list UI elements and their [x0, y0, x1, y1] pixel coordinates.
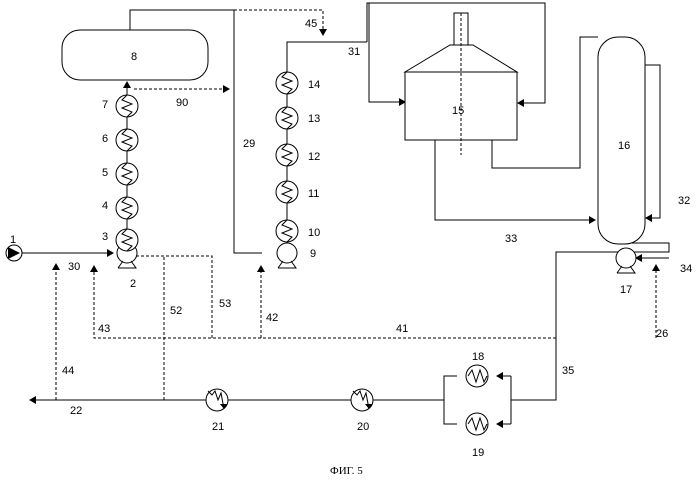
label-33: 33	[505, 233, 517, 245]
label-22: 22	[70, 405, 82, 417]
exchanger-20	[351, 389, 373, 411]
label-4: 4	[102, 200, 108, 212]
stream-53-line	[134, 256, 212, 338]
feed-1-symbol	[6, 245, 22, 261]
label-35: 35	[562, 365, 574, 377]
heater-5	[116, 163, 138, 185]
heater-11	[276, 181, 298, 203]
pump-17	[616, 248, 636, 273]
label-32: 32	[678, 195, 690, 207]
heater-12	[276, 144, 298, 166]
stream-31-line	[287, 42, 367, 243]
stream-33-line	[435, 140, 595, 220]
label-14: 14	[308, 79, 320, 91]
heater-6	[116, 129, 138, 151]
label-5: 5	[102, 167, 108, 179]
label-6: 6	[102, 133, 108, 145]
heater-4	[116, 197, 138, 219]
heater-14	[276, 72, 298, 94]
label-12: 12	[308, 151, 320, 163]
label-2: 2	[130, 278, 136, 290]
label-44: 44	[62, 365, 74, 377]
label-42: 42	[266, 312, 278, 324]
label-16: 16	[618, 140, 630, 152]
stream-32-line	[645, 65, 660, 218]
label-8: 8	[131, 51, 137, 63]
label-53: 53	[219, 298, 231, 310]
label-19: 19	[472, 447, 484, 459]
label-21: 21	[212, 421, 224, 433]
label-18: 18	[472, 351, 484, 363]
pump-9	[277, 243, 297, 268]
cooler-18	[466, 365, 488, 387]
label-9: 9	[310, 248, 316, 260]
label-11: 11	[308, 188, 319, 200]
heater-3	[116, 229, 138, 251]
label-30: 30	[68, 261, 80, 273]
label-43: 43	[98, 323, 110, 335]
exchanger-21	[206, 389, 228, 411]
label-31: 31	[348, 46, 360, 58]
label-17: 17	[620, 284, 632, 296]
label-20: 20	[357, 421, 369, 433]
cooler-19	[466, 413, 488, 435]
heater-7	[116, 95, 138, 117]
label-13: 13	[308, 113, 320, 125]
reactor-15	[405, 13, 517, 155]
label-29: 29	[243, 138, 255, 150]
label-52: 52	[170, 305, 182, 317]
stream-31-inlet	[367, 3, 405, 102]
cooler-bypass-left	[444, 376, 457, 424]
label-15: 15	[452, 105, 464, 117]
heater-10	[276, 220, 298, 242]
label-1: 1	[10, 234, 16, 246]
label-10: 10	[308, 227, 320, 239]
label-41: 41	[396, 323, 408, 335]
label-26: 26	[656, 328, 668, 340]
label-34: 34	[680, 263, 692, 275]
label-3: 3	[102, 231, 108, 243]
label-90: 90	[176, 97, 188, 109]
stream-34-35-line	[511, 243, 669, 400]
heater-13	[276, 107, 298, 129]
label-7: 7	[102, 99, 108, 111]
label-45: 45	[305, 18, 317, 30]
figure-caption: ФИГ. 5	[330, 465, 363, 477]
stream-41-line	[94, 266, 556, 338]
